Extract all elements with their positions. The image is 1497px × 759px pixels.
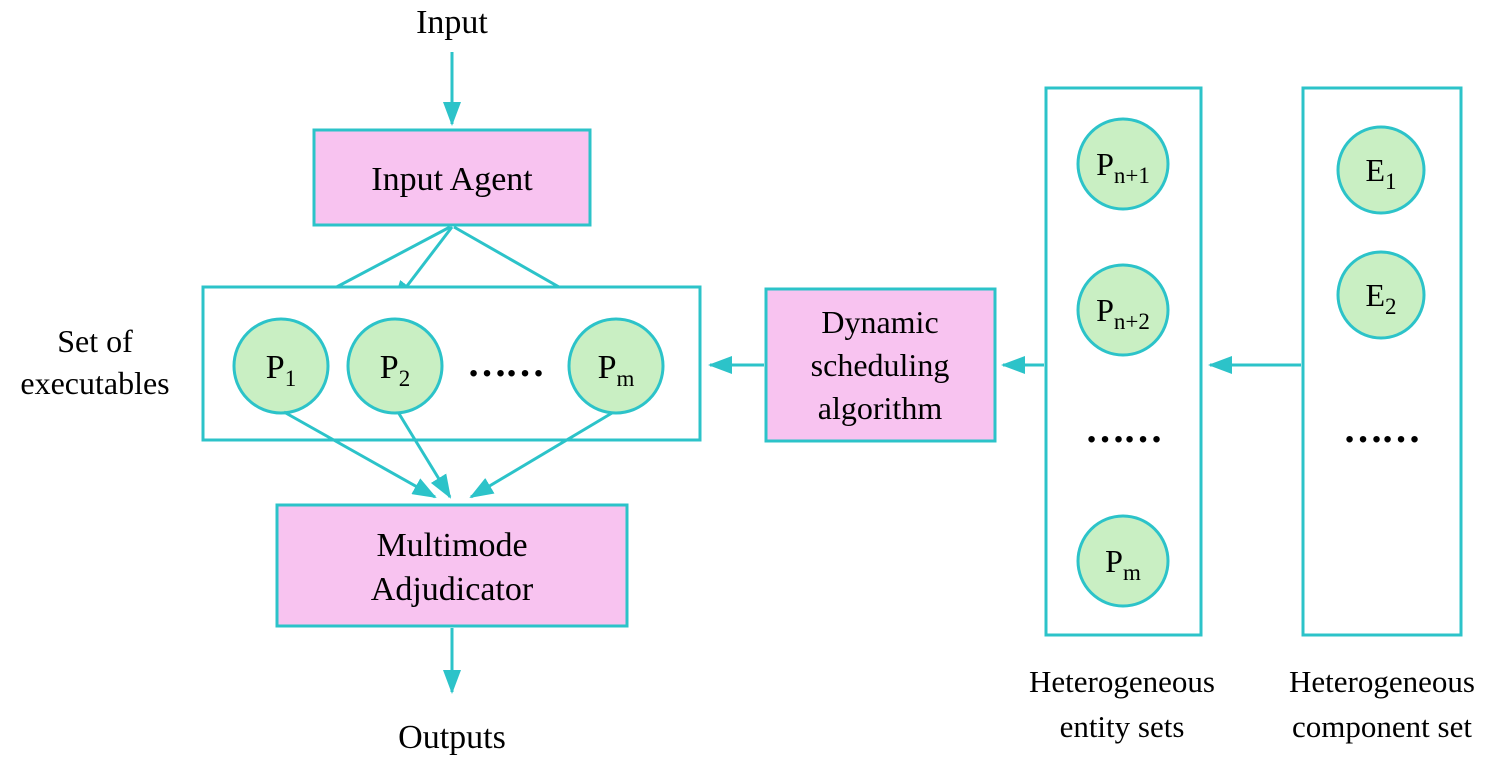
set-of-executables-label-line2: executables	[20, 365, 169, 401]
executable-node-p2	[346, 317, 444, 415]
component-set-ellipsis: ……	[1343, 406, 1419, 451]
input-label: Input	[416, 4, 488, 41]
arrow-pm-to-adjudicator	[469, 411, 613, 499]
component-set-caption-line1: Heterogeneous	[1289, 664, 1475, 699]
entity-sets-ellipsis: ……	[1085, 406, 1161, 451]
arrow-p1-to-adjudicator	[283, 410, 437, 499]
entity-node-pm-label: Pm	[1105, 543, 1141, 585]
input-agent-box	[312, 128, 592, 227]
dynamic-scheduling-label-line1: Dynamic	[821, 304, 938, 340]
dynamic-scheduling-label-line2: scheduling	[811, 347, 950, 383]
entity-node-pn2-label: Pn+2	[1096, 292, 1150, 334]
executable-node-p1	[232, 317, 330, 415]
executable-node-pm-label: Pm	[598, 349, 635, 391]
component-node-e2	[1336, 250, 1426, 340]
multimode-adjudicator-label-line1: Multimode	[376, 527, 527, 564]
entity-sets-caption-line1: Heterogeneous	[1029, 664, 1215, 699]
entity-node-pm	[1076, 514, 1170, 608]
component-node-e1-label: E1	[1365, 152, 1396, 194]
executable-node-pm	[567, 317, 665, 415]
component-node-e1	[1336, 125, 1426, 215]
executable-node-p2-label: P2	[380, 349, 410, 391]
input-agent-label: Input Agent	[371, 161, 533, 198]
entity-sets-caption-line2: entity sets	[1060, 709, 1185, 744]
executable-node-p1-label: P1	[266, 349, 296, 391]
outputs-label: Outputs	[398, 719, 506, 756]
multimode-adjudicator-label-line2: Adjudicator	[371, 571, 534, 608]
executables-ellipsis: ……	[467, 340, 543, 385]
component-set-caption-line2: component set	[1292, 709, 1472, 744]
dynamic-scheduling-label-line3: algorithm	[818, 390, 943, 426]
entity-node-pn1-label: Pn+1	[1096, 146, 1150, 188]
arrow-p2-to-adjudicator	[396, 411, 452, 499]
entity-node-pn2	[1076, 263, 1170, 357]
set-of-executables-label-line1: Set of	[57, 323, 133, 359]
dynamic-scheduling-box	[764, 287, 997, 443]
multimode-adjudicator-box	[275, 503, 629, 628]
entity-node-pn1	[1076, 117, 1170, 211]
component-node-e2-label: E2	[1365, 277, 1396, 319]
